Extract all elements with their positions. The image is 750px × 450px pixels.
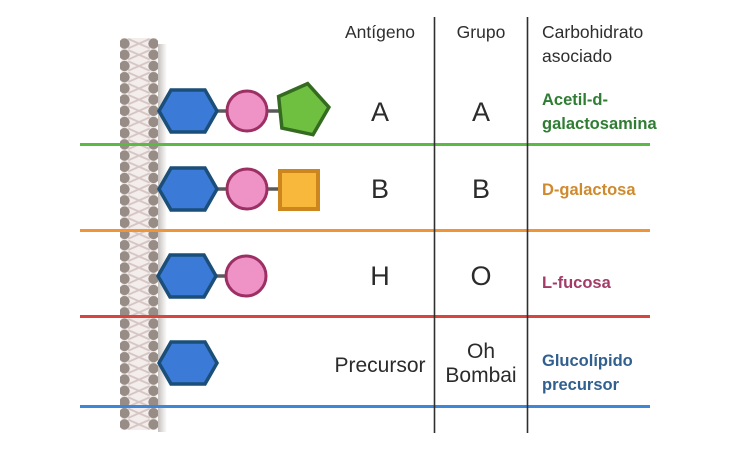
pink-circle-icon — [225, 167, 269, 211]
antigen-column-header: Antígeno — [344, 22, 416, 42]
glycan-chain-antigen-h — [155, 253, 268, 299]
glycan-chain-precursor — [156, 340, 220, 386]
antigen-label-h: H — [370, 261, 390, 291]
carbohydrate-column-header: Carbohidrato asociado — [542, 20, 712, 68]
glycan-chain-antigen-b — [156, 166, 320, 212]
group-label-o: O — [470, 261, 492, 291]
carbohydrate-label-precursor: Glucolípido precursor — [542, 352, 633, 394]
blue-hexagon-icon — [156, 166, 220, 212]
group-label-oh-bombai: Oh Bombai — [445, 340, 517, 387]
blue-hexagon-icon — [156, 88, 220, 134]
group-label-b: B — [471, 174, 490, 204]
membrane-shadow — [158, 44, 167, 432]
carb-header-line-1: Carbohidrato — [542, 22, 644, 42]
carbohydrate-label-a: Acetil-d- galactosamina — [542, 91, 657, 133]
antigen-label-a: A — [370, 97, 389, 127]
orange-square-icon — [278, 169, 320, 211]
carbohydrate-label-h: L-fucosa — [542, 274, 611, 292]
carbohydrate-label-b: D-galactosa — [542, 181, 636, 199]
group-label-a: A — [471, 97, 490, 127]
membrane-bilayer — [120, 38, 158, 430]
carb-header-line-2: asociado — [542, 46, 613, 66]
antigen-label-b: B — [370, 174, 389, 204]
pink-circle-icon — [225, 89, 269, 133]
glycan-chain-antigen-a — [156, 81, 332, 137]
group-column-header: Grupo — [456, 22, 506, 42]
green-pentagon-icon — [276, 81, 332, 137]
blue-hexagon-icon — [155, 253, 219, 299]
cell-membrane — [120, 38, 167, 432]
antigen-label-precursor: Precursor — [334, 354, 426, 377]
pink-circle-icon — [224, 254, 268, 298]
blue-hexagon-icon — [156, 340, 220, 386]
